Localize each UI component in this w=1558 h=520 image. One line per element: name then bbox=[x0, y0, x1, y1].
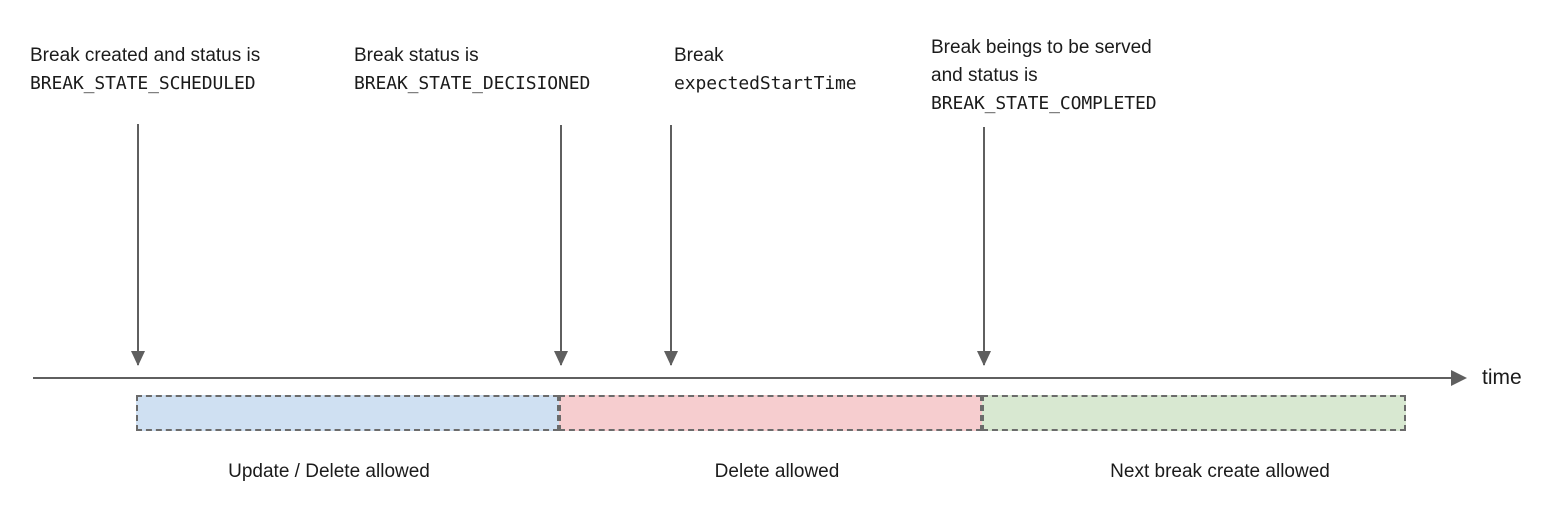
annotation-line: and status is bbox=[931, 65, 1038, 86]
event-arrow-break-created bbox=[130, 124, 146, 366]
annotation-line: Break status is bbox=[354, 45, 479, 66]
annotation-line: BREAK_STATE_COMPLETED bbox=[931, 93, 1157, 114]
arrow-shaft bbox=[137, 124, 139, 365]
event-arrow-break-completed bbox=[976, 127, 992, 366]
time-axis-arrow-icon bbox=[1451, 370, 1467, 386]
phase-caption-next-break-create: Next break create allowed bbox=[1110, 461, 1330, 482]
annotation-line: Break beings to be served bbox=[931, 37, 1152, 58]
annotation-line: expectedStartTime bbox=[674, 73, 857, 94]
time-axis-label: time bbox=[1482, 366, 1522, 389]
phase-caption-update-delete: Update / Delete allowed bbox=[228, 461, 430, 482]
arrow-head-icon bbox=[664, 351, 678, 366]
phase-bar-update-delete bbox=[136, 395, 559, 431]
annotation-break-completed: Break beings to be served and status is … bbox=[931, 34, 1157, 118]
annotation-line: Break created and status is bbox=[30, 45, 261, 66]
annotation-line: BREAK_STATE_SCHEDULED bbox=[30, 73, 256, 94]
event-arrow-expected-start-time bbox=[663, 125, 679, 366]
arrow-head-icon bbox=[131, 351, 145, 366]
annotation-break-decisioned: Break status is BREAK_STATE_DECISIONED bbox=[354, 42, 590, 98]
arrow-shaft bbox=[983, 127, 985, 365]
event-arrow-break-decisioned bbox=[553, 125, 569, 366]
annotation-expected-start-time: Break expectedStartTime bbox=[674, 42, 857, 98]
arrow-head-icon bbox=[554, 351, 568, 366]
arrow-head-icon bbox=[977, 351, 991, 366]
time-axis-line bbox=[33, 377, 1451, 379]
phase-bar-delete-only bbox=[559, 395, 982, 431]
annotation-line: Break bbox=[674, 45, 724, 66]
phase-caption-delete-only: Delete allowed bbox=[714, 461, 840, 482]
arrow-shaft bbox=[670, 125, 672, 365]
phase-bar-next-break-create bbox=[982, 395, 1406, 431]
annotation-break-created: Break created and status is BREAK_STATE_… bbox=[30, 42, 260, 98]
annotation-line: BREAK_STATE_DECISIONED bbox=[354, 73, 591, 94]
arrow-shaft bbox=[560, 125, 562, 365]
